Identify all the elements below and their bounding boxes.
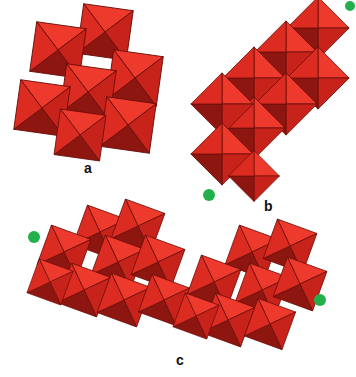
panel-label: b [264, 199, 273, 213]
cluster-c-left [27, 199, 190, 327]
panel-label: c [176, 353, 184, 367]
cluster-a [14, 4, 163, 161]
cluster-b [191, 0, 355, 201]
cluster-c-right [173, 219, 327, 350]
panel-label: a [84, 161, 92, 175]
